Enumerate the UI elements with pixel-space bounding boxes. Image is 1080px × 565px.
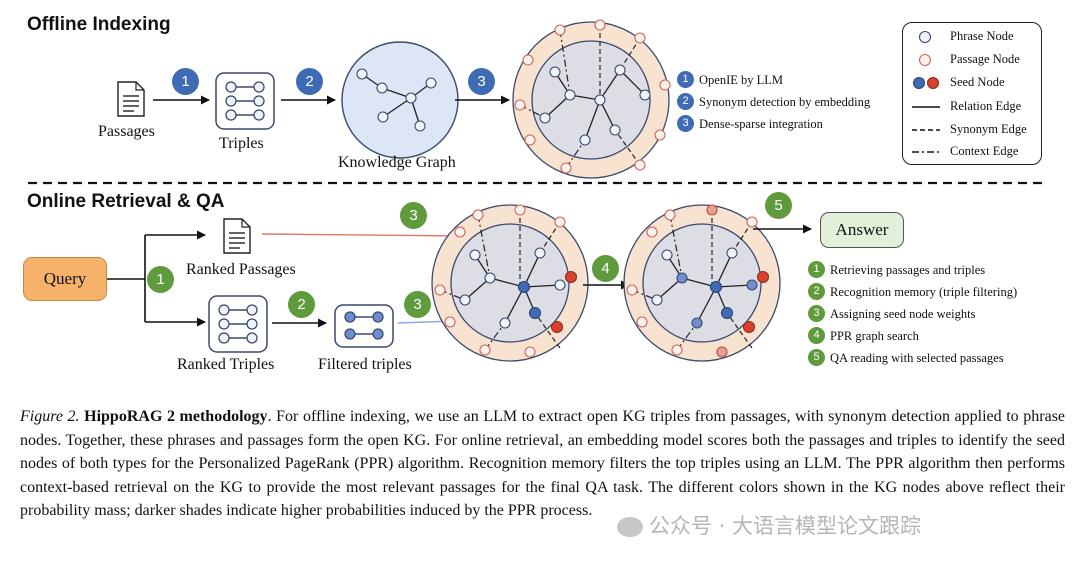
methodology-diagram: .tn { fill:#eef3fb; stroke:#3a4a6e; stro… <box>28 19 1042 362</box>
legend-phrase-node: Phrase Node <box>950 29 1014 43</box>
online-step-badge-4: 4 <box>592 255 619 282</box>
offline-indexing-title: Offline Indexing <box>27 14 171 35</box>
online-step-badge-5: 5 <box>765 192 792 219</box>
legend-passage-node: Passage Node <box>950 52 1020 66</box>
knowledge-graph-label: Knowledge Graph <box>338 154 456 171</box>
ranked-passages-label: Ranked Passages <box>186 261 296 278</box>
legend-seed-node: Seed Node <box>950 75 1005 89</box>
triples-label: Triples <box>219 135 264 152</box>
passages-label: Passages <box>98 123 155 140</box>
watermark-text: 公众号 · 大语言模型论文跟踪 <box>649 514 922 538</box>
ranked-triples-icon <box>208 295 268 353</box>
online-kg-diagram-ppr <box>623 204 781 362</box>
online-retrieval-title: Online Retrieval & QA <box>27 191 225 212</box>
offline-step-badge-3: 3 <box>468 68 495 95</box>
query-box: Query <box>23 257 107 301</box>
online-step-badge-2: 2 <box>288 291 315 318</box>
offline-step-badge-2: 2 <box>296 68 323 95</box>
legend-symbols <box>912 30 940 153</box>
triples-icon <box>215 72 275 130</box>
passages-doc-icon <box>117 81 145 117</box>
legend-relation-edge: Relation Edge <box>950 99 1022 113</box>
offline-step-badge-1: 1 <box>172 68 199 95</box>
offline-kg-diagram <box>512 19 671 179</box>
ranked-passages-doc-icon <box>223 218 251 254</box>
watermark: 公众号 · 大语言模型论文跟踪 <box>617 510 921 540</box>
wechat-icon <box>617 517 643 537</box>
caption-text: . For offline indexing, we use an LLM to… <box>20 408 1066 519</box>
ranked-triples-label: Ranked Triples <box>177 356 275 373</box>
answer-box: Answer <box>820 212 904 248</box>
online-kg-diagram-seeded <box>431 204 589 362</box>
online-step-badge-1: 1 <box>147 266 174 293</box>
legend-box: Phrase Node Passage Node Seed Node Relat… <box>902 22 1042 165</box>
filtered-triples-label: Filtered triples <box>318 356 412 373</box>
online-step-badge-3b: 3 <box>404 291 431 318</box>
legend-context-edge: Context Edge <box>950 144 1019 158</box>
caption-title: HippoRAG 2 methodology <box>84 408 268 425</box>
knowledge-graph <box>341 41 459 159</box>
legend-synonym-edge: Synonym Edge <box>950 122 1027 136</box>
caption-figure-label: Figure 2. <box>20 408 80 425</box>
filtered-triples-icon <box>334 304 394 348</box>
online-step-badge-3a: 3 <box>400 202 427 229</box>
figure-caption: Figure 2. HippoRAG 2 methodology. For of… <box>20 405 1065 523</box>
